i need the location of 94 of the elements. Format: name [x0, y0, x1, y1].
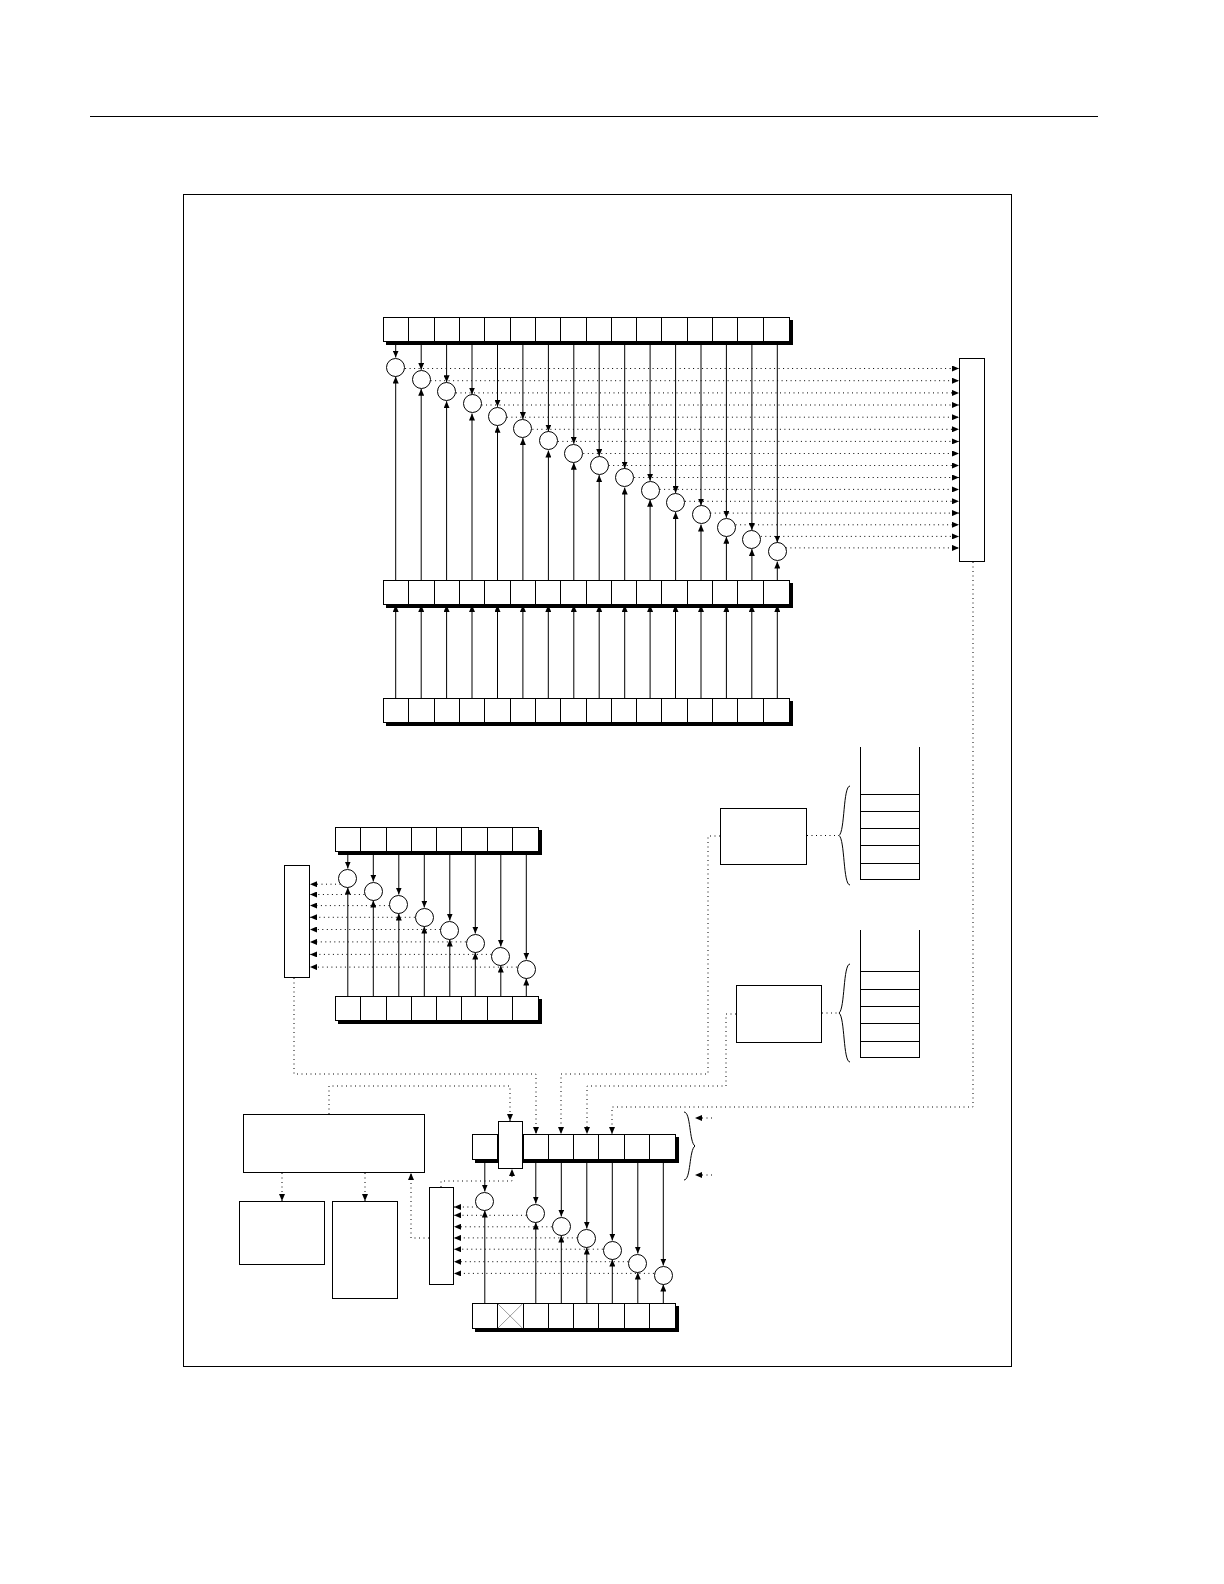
- dotted-line: [821, 1012, 840, 1014]
- dotted-arrow: [684, 498, 960, 505]
- dotted-arrow: [279, 1172, 285, 1202]
- arrow: [443, 400, 450, 581]
- block-box: [736, 985, 822, 1043]
- dotted-arrow: [659, 486, 960, 493]
- dotted-arrow: [709, 510, 960, 517]
- block-box: [243, 1114, 425, 1173]
- arrow: [647, 499, 654, 581]
- dotted-arrow: [557, 438, 960, 445]
- dotted-arrow: [309, 938, 467, 945]
- dotted-arrow: [608, 462, 960, 469]
- dotted-arrow: [735, 521, 960, 528]
- dotted-arrow: [404, 365, 960, 372]
- arrow: [609, 1259, 616, 1304]
- register-bar: [383, 580, 790, 605]
- dotted-arrow: [506, 414, 960, 421]
- arrow: [723, 536, 730, 581]
- arrow: [774, 561, 781, 581]
- arrow: [469, 413, 475, 581]
- block-box: [429, 1187, 454, 1285]
- arrow: [621, 487, 628, 581]
- dotted-arrow: [309, 926, 441, 933]
- block-box: [498, 1121, 523, 1169]
- curly-brace: [839, 786, 850, 885]
- dotted-arrow: [453, 1270, 655, 1277]
- dotted-arrow: [309, 902, 390, 909]
- block-box: [284, 865, 310, 978]
- dotted-arrow: [440, 1168, 515, 1188]
- dotted-arrow: [309, 881, 341, 888]
- register-bar: [383, 698, 790, 723]
- dotted-arrow: [328, 1085, 513, 1122]
- block-box: [332, 1201, 398, 1299]
- dotted-arrow: [558, 835, 721, 1135]
- dotted-arrow: [453, 1223, 553, 1230]
- arrow: [596, 474, 603, 581]
- arrow: [748, 548, 755, 581]
- dotted-arrow: [453, 1246, 604, 1253]
- arrow: [481, 1210, 488, 1304]
- arrow: [698, 524, 704, 581]
- arrow: [494, 425, 501, 581]
- dotted-arrow: [453, 1258, 629, 1265]
- arrow: [570, 462, 577, 581]
- dotted-arrow: [760, 533, 960, 540]
- dotted-arrow: [455, 389, 960, 396]
- stack-drawing: [860, 747, 920, 880]
- block-box: [239, 1201, 325, 1265]
- register-bar: [335, 996, 539, 1021]
- arrow: [446, 939, 453, 997]
- dotted-arrow: [609, 561, 974, 1135]
- arrow: [392, 376, 399, 581]
- block-box: [959, 358, 985, 562]
- dotted-arrow: [309, 964, 518, 971]
- curly-brace: [684, 1112, 695, 1180]
- dotted-arrow: [453, 1204, 478, 1210]
- arrow: [497, 965, 504, 997]
- arrow: [583, 1247, 590, 1304]
- block-box: [720, 808, 807, 865]
- arrow: [634, 1272, 641, 1304]
- stack-drawing: [860, 930, 920, 1058]
- dotted-arrow: [362, 1172, 368, 1202]
- arrow: [421, 926, 428, 997]
- arrow: [418, 388, 425, 581]
- register-bar: [383, 317, 790, 342]
- arrow: [672, 511, 679, 581]
- dotted-arrow: [408, 1172, 430, 1239]
- arrow: [370, 900, 377, 997]
- dotted-arrow: [309, 951, 492, 958]
- arrow: [660, 1284, 667, 1304]
- dotted-arrow: [453, 1212, 527, 1219]
- dotted-arrow: [481, 402, 960, 408]
- dotted-arrow: [694, 1172, 713, 1178]
- register-bar: [472, 1303, 676, 1329]
- dotted-arrow: [633, 474, 960, 481]
- dotted-arrow: [309, 914, 416, 921]
- dotted-arrow: [309, 891, 365, 898]
- arrow: [545, 450, 552, 581]
- arrow: [523, 978, 530, 997]
- arrow: [532, 1222, 539, 1304]
- register-bar: [335, 827, 539, 852]
- dotted-arrow: [293, 977, 539, 1135]
- arrow: [558, 1235, 565, 1304]
- dotted-arrow: [531, 426, 960, 433]
- arrow: [395, 913, 402, 997]
- dotted-arrow: [430, 377, 960, 384]
- dotted-arrow: [694, 1115, 713, 1121]
- dotted-arrow: [453, 1234, 578, 1241]
- arrow: [519, 437, 526, 581]
- dotted-arrow: [582, 450, 960, 457]
- arrow: [344, 887, 351, 997]
- dotted-arrow: [785, 544, 960, 551]
- dotted-arrow: [584, 1013, 737, 1135]
- curly-brace: [839, 964, 850, 1062]
- arrow: [472, 952, 479, 997]
